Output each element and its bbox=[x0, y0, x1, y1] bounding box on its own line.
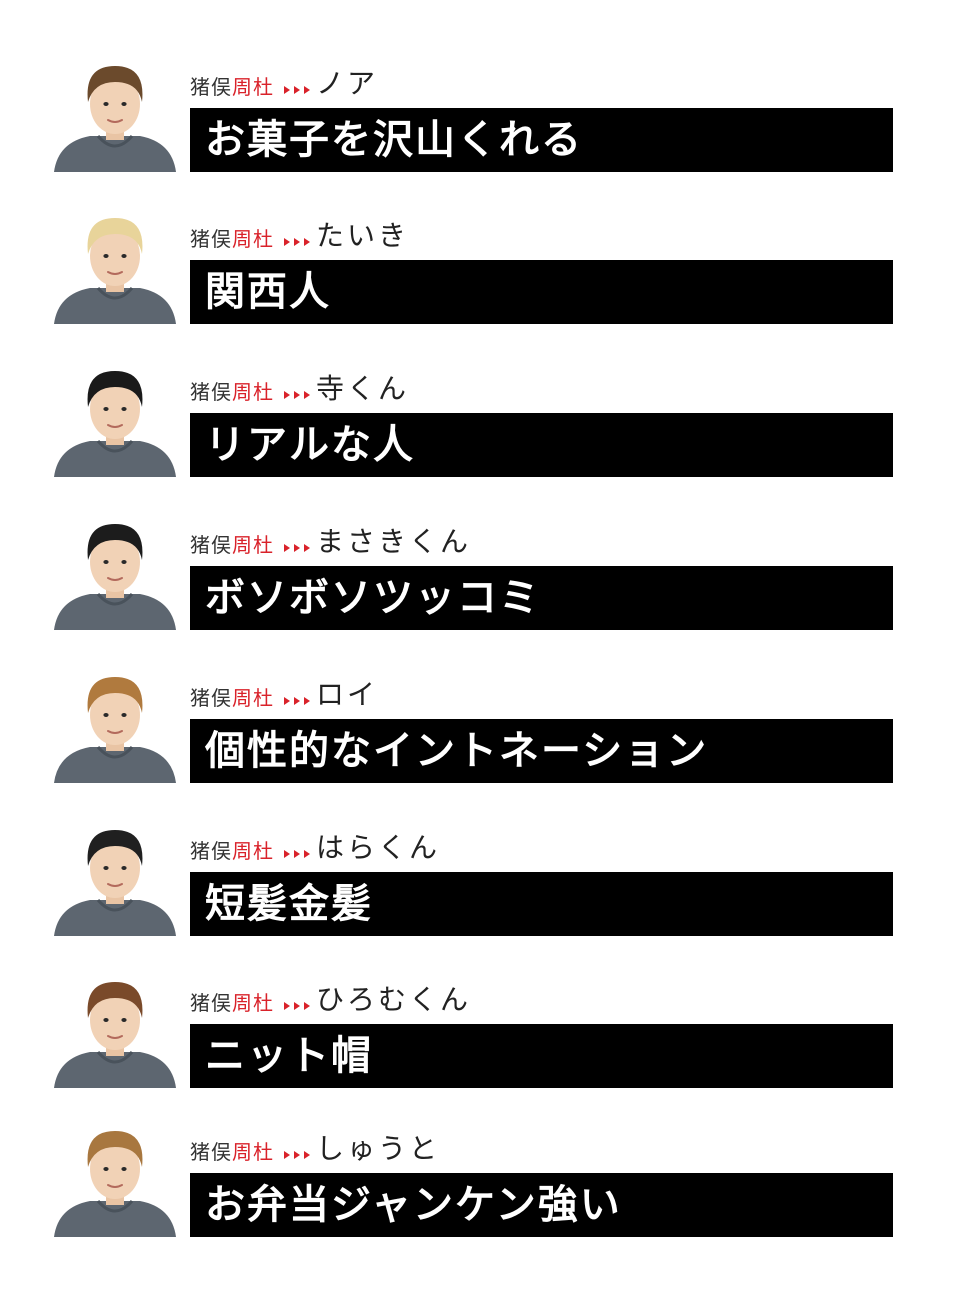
member-photo bbox=[50, 361, 180, 477]
member-entry: 猪俣周杜 ノア お菓子を沢山くれる bbox=[50, 52, 900, 172]
member-nickname: たいき bbox=[316, 219, 410, 252]
entry-header: 猪俣周杜 ひろむくん bbox=[190, 976, 471, 1016]
member-photo bbox=[50, 56, 180, 172]
triple-arrow-icon bbox=[284, 850, 310, 858]
author-name: 猪俣周杜 bbox=[190, 839, 274, 863]
member-entry: 猪俣周杜 はらくん 短髪金髪 bbox=[50, 816, 900, 936]
author-name: 猪俣周杜 bbox=[190, 686, 274, 710]
triple-arrow-icon bbox=[284, 544, 310, 552]
member-nickname: はらくん bbox=[316, 831, 441, 864]
comment-text: ニット帽 bbox=[205, 1033, 373, 1079]
member-photo bbox=[50, 972, 180, 1088]
member-photo bbox=[50, 514, 180, 630]
member-nickname: 寺くん bbox=[316, 372, 410, 405]
comment-bar: 個性的なイントネーション bbox=[190, 719, 893, 783]
member-entry: 猪俣周杜 ひろむくん ニット帽 bbox=[50, 968, 900, 1088]
comment-text: お菓子を沢山くれる bbox=[205, 117, 583, 163]
member-entry: 猪俣周杜 しゅうと お弁当ジャンケン強い bbox=[50, 1117, 900, 1237]
comment-text: リアルな人 bbox=[205, 422, 415, 468]
triple-arrow-icon bbox=[284, 1151, 310, 1159]
member-nickname: まさきくん bbox=[316, 525, 472, 558]
comment-text: 関西人 bbox=[205, 269, 331, 315]
author-name: 猪俣周杜 bbox=[190, 991, 274, 1015]
member-entry: 猪俣周杜 ロイ 個性的なイントネーション bbox=[50, 663, 900, 783]
comment-text: 短髪金髪 bbox=[205, 881, 373, 927]
member-photo bbox=[50, 820, 180, 936]
comment-bar: リアルな人 bbox=[190, 413, 893, 477]
comment-text: ボソボソツッコミ bbox=[205, 575, 541, 621]
member-entry: 猪俣周杜 まさきくん ボソボソツッコミ bbox=[50, 510, 900, 630]
member-entry: 猪俣周杜 たいき 関西人 bbox=[50, 204, 900, 324]
comment-text: 個性的なイントネーション bbox=[205, 728, 709, 774]
member-nickname: しゅうと bbox=[316, 1132, 441, 1165]
triple-arrow-icon bbox=[284, 238, 310, 246]
member-photo bbox=[50, 667, 180, 783]
entry-header: 猪俣周杜 ノア bbox=[190, 60, 378, 100]
author-name: 猪俣周杜 bbox=[190, 1140, 274, 1164]
member-photo bbox=[50, 1121, 180, 1237]
comment-bar: お菓子を沢山くれる bbox=[190, 108, 893, 172]
entry-header: 猪俣周杜 たいき bbox=[190, 212, 409, 252]
author-name: 猪俣周杜 bbox=[190, 380, 274, 404]
member-nickname: ひろむくん bbox=[316, 983, 472, 1016]
member-nickname: ロイ bbox=[316, 678, 379, 711]
member-photo bbox=[50, 208, 180, 324]
triple-arrow-icon bbox=[284, 86, 310, 94]
author-name: 猪俣周杜 bbox=[190, 227, 274, 251]
entry-header: 猪俣周杜 ロイ bbox=[190, 671, 378, 711]
author-name: 猪俣周杜 bbox=[190, 533, 274, 557]
member-nickname: ノア bbox=[316, 67, 379, 100]
entry-header: 猪俣周杜 はらくん bbox=[190, 824, 440, 864]
entry-header: 猪俣周杜 寺くん bbox=[190, 365, 409, 405]
author-name: 猪俣周杜 bbox=[190, 75, 274, 99]
comment-bar: 関西人 bbox=[190, 260, 893, 324]
entry-header: 猪俣周杜 まさきくん bbox=[190, 518, 471, 558]
comment-bar: ボソボソツッコミ bbox=[190, 566, 893, 630]
triple-arrow-icon bbox=[284, 697, 310, 705]
comment-bar: 短髪金髪 bbox=[190, 872, 893, 936]
triple-arrow-icon bbox=[284, 391, 310, 399]
comment-text: お弁当ジャンケン強い bbox=[205, 1182, 622, 1228]
comment-bar: ニット帽 bbox=[190, 1024, 893, 1088]
triple-arrow-icon bbox=[284, 1002, 310, 1010]
member-entry: 猪俣周杜 寺くん リアルな人 bbox=[50, 357, 900, 477]
comment-bar: お弁当ジャンケン強い bbox=[190, 1173, 893, 1237]
entry-header: 猪俣周杜 しゅうと bbox=[190, 1125, 440, 1165]
